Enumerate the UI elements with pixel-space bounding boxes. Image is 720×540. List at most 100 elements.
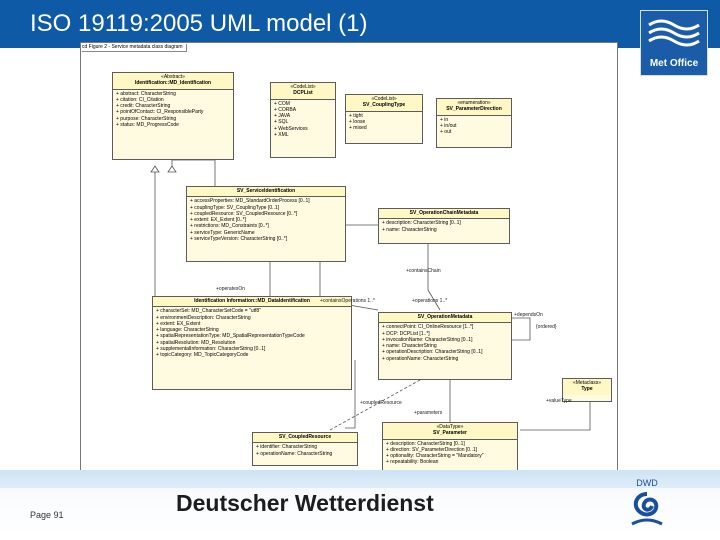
- class-attribute: + operationName: CharacterString: [382, 355, 459, 362]
- class-attribute: + DCP: DCPList [1..*]: [382, 330, 430, 337]
- class-name: SV_OperationChainMetadata: [409, 210, 479, 216]
- class-attribute: + accessProperties: MD_StandardOrderProc…: [190, 198, 310, 205]
- class-attributes: + COM+ CORBA+ JAVA+ SQL+ WebServices+ XM…: [271, 100, 335, 140]
- class-attributes: + accessProperties: MD_StandardOrderProc…: [187, 197, 345, 243]
- class-attribute: + credit: CharacterString: [116, 103, 171, 110]
- slide-title: ISO 19119:2005 UML model (1): [30, 10, 368, 37]
- class-name: SV_OperationMetadata: [417, 314, 473, 320]
- class-attribute: + citation: CI_Citation: [116, 96, 164, 103]
- class-header: «DataType» SV_Parameter: [383, 423, 517, 440]
- label-parameters: +parameters: [414, 410, 443, 416]
- class-attribute: + SQL: [274, 119, 289, 126]
- class-metaclass-type[interactable]: «Metaclass» Type: [562, 378, 612, 402]
- swirl-icon: [631, 518, 663, 526]
- class-attribute: + topicCategory: MD_TopicCategoryCode: [156, 352, 249, 359]
- class-attribute: + purpose: CharacterString: [116, 115, 177, 122]
- class-attributes: + abstract: CharacterString+ citation: C…: [113, 90, 233, 130]
- class-md-identification[interactable]: «Abstract» Identification::MD_Identifica…: [112, 72, 234, 160]
- class-attribute: + in/out: [440, 122, 457, 129]
- met-office-logo: Met Office: [640, 10, 708, 76]
- class-sv-couplingtype[interactable]: «CodeList» SV_CouplingType + tight+ loos…: [345, 94, 423, 144]
- class-sv-operationmetadata[interactable]: SV_OperationMetadata + connectPoint: CI_…: [378, 312, 512, 380]
- label-operations: +operations 1..*: [412, 298, 448, 304]
- swirl-icon: [633, 492, 659, 517]
- wave-icon: [648, 19, 700, 47]
- class-sv-parameter[interactable]: «DataType» SV_Parameter + description: C…: [382, 422, 518, 478]
- class-header: «enumeration» SV_ParameterDirection: [437, 99, 511, 116]
- class-attribute: + XML: [274, 132, 289, 139]
- class-sv-operationchainmetadata[interactable]: SV_OperationChainMetadata + description:…: [378, 208, 510, 244]
- class-name: SV_CouplingType: [362, 102, 406, 109]
- class-header: SV_OperationMetadata: [379, 313, 511, 324]
- class-header: «Abstract» Identification::MD_Identifica…: [113, 73, 233, 90]
- class-name: Type: [581, 386, 593, 393]
- class-attribute: + mixed: [349, 125, 367, 132]
- class-attribute: + extent: EX_Extent: [156, 320, 201, 327]
- class-sv-parameterdirection[interactable]: «enumeration» SV_ParameterDirection + in…: [436, 98, 512, 148]
- class-attribute: + out: [440, 129, 452, 136]
- class-attribute: + WebServices: [274, 125, 308, 132]
- class-attribute: + spatialResolution: MD_Resolution: [156, 339, 236, 346]
- diagram-frame-label: cd Figure 2 - Service metadata class dia…: [82, 44, 187, 52]
- label-operates-on: +operatesOn: [216, 286, 246, 292]
- class-attribute: + abstract: CharacterString: [116, 90, 176, 97]
- class-attributes: + characterSet: MD_CharacterSetCode = "u…: [153, 307, 351, 359]
- class-header: «CodeList» DCPList: [271, 83, 335, 100]
- footer-bar: [0, 488, 720, 540]
- class-header: «Metaclass» Type: [563, 379, 611, 395]
- class-name: SV_Parameter: [433, 430, 467, 437]
- class-attributes: + identifier: CharacterString+ operation…: [253, 443, 357, 458]
- class-attribute: + COM: [274, 100, 290, 107]
- class-attribute: + serviceTypeVersion: CharacterString [0…: [190, 236, 288, 243]
- class-header: SV_OperationChainMetadata: [379, 209, 509, 220]
- class-name: DCPList: [293, 90, 313, 97]
- class-attributes: + description: CharacterString [0..1]+ d…: [383, 440, 517, 467]
- label-value-type: +valueType: [546, 398, 572, 404]
- class-attribute: + language: CharacterString: [156, 327, 219, 334]
- class-attribute: + tight: [349, 112, 363, 119]
- class-attribute: + invocationName: CharacterString [0..1]: [382, 336, 473, 343]
- class-stereotype: «CodeList»: [290, 84, 316, 90]
- class-attribute: + optionality: CharacterString = "Mandat…: [386, 453, 484, 460]
- class-attributes: + tight+ loose+ mixed: [346, 112, 422, 133]
- class-stereotype: «DataType»: [436, 424, 464, 430]
- class-md-dataidentification[interactable]: Identification Information::MD_DataIdent…: [152, 296, 352, 390]
- class-header: SV_CoupledResource: [253, 433, 357, 444]
- class-name: SV_ServiceIdentification: [236, 188, 296, 194]
- class-attribute: + JAVA: [274, 113, 291, 120]
- class-dcplist[interactable]: «CodeList» DCPList + COM+ CORBA+ JAVA+ S…: [270, 82, 336, 158]
- dwd-logo: DWD: [631, 478, 663, 526]
- class-attribute: + operationDescription: CharacterString …: [382, 349, 483, 356]
- class-attribute: + environmentDescription: CharacterStrin…: [156, 314, 251, 321]
- label-contains-operations: +containsOperations 1..*: [320, 298, 375, 304]
- class-header: «CodeList» SV_CouplingType: [346, 95, 422, 112]
- class-attributes: + description: CharacterString [0..1]+ n…: [379, 219, 509, 234]
- class-stereotype: «enumeration»: [457, 100, 491, 106]
- class-stereotype: «Metaclass»: [572, 380, 602, 386]
- class-attribute: + spatialRepresentationType: MD_SpatialR…: [156, 333, 305, 340]
- class-attributes: + in+ in/out+ out: [437, 116, 511, 137]
- class-attribute: + couplingType: SV_CouplingType [0..1]: [190, 204, 280, 211]
- class-header: SV_ServiceIdentification: [187, 187, 345, 198]
- class-attribute: + pointOfContact: CI_ResponsibleParty: [116, 109, 204, 116]
- class-attribute: + coupledResource: SV_CoupledResource [0…: [190, 210, 298, 217]
- class-attribute: + restrictions: MD_Constraints [0..*]: [190, 223, 269, 230]
- class-sv-coupledresource[interactable]: SV_CoupledResource + identifier: Charact…: [252, 432, 358, 466]
- class-attribute: + name: CharacterString: [382, 343, 437, 350]
- class-name: SV_ParameterDirection: [446, 106, 502, 113]
- label-contains-chain: +containsChain: [406, 268, 441, 274]
- logo-text: Met Office: [649, 58, 699, 69]
- footer-brand: Deutscher Wetterdienst: [176, 490, 434, 516]
- class-attribute: + description: CharacterString [0..1]: [386, 440, 465, 447]
- class-attribute: + status: MD_ProgressCode: [116, 122, 179, 129]
- class-attribute: + serviceType: GenericName: [190, 229, 255, 236]
- class-sv-serviceidentification[interactable]: SV_ServiceIdentification + accessPropert…: [186, 186, 346, 262]
- page-number: Page 91: [30, 510, 64, 520]
- title-band: [0, 0, 720, 48]
- class-attribute: + in: [440, 116, 449, 123]
- class-name: SV_CoupledResource: [278, 434, 332, 440]
- class-stereotype: «Abstract»: [161, 74, 185, 80]
- class-attribute: + description: CharacterString [0..1]: [382, 220, 461, 227]
- class-header: Identification Information::MD_DataIdent…: [153, 297, 351, 308]
- class-attribute: + extent: EX_Extent [0..*]: [190, 217, 247, 224]
